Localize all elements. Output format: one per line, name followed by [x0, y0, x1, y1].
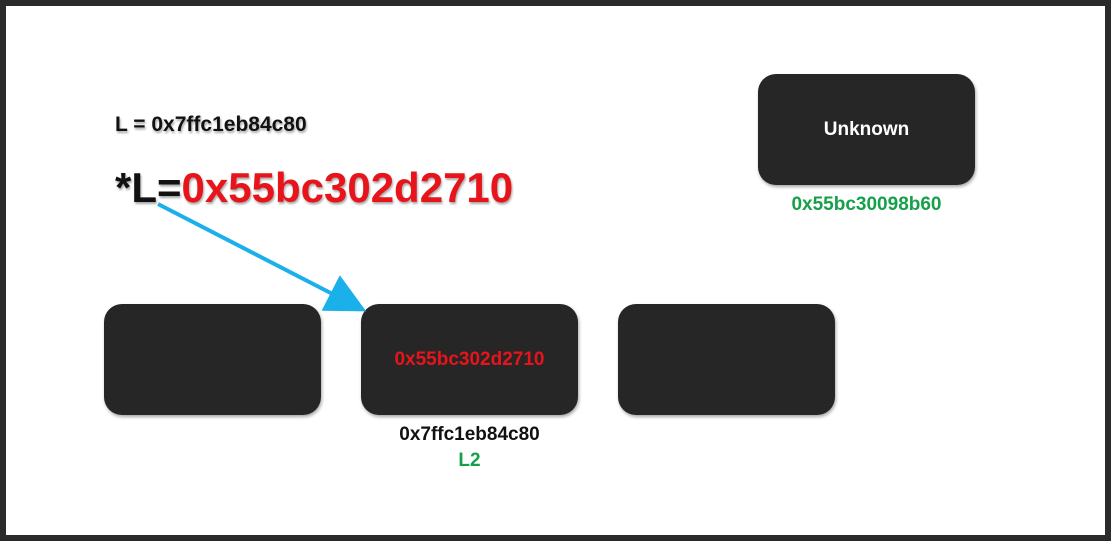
deref-prefix: *L=: [115, 164, 182, 211]
node-box-3: [618, 304, 835, 415]
unknown-node-box: Unknown: [758, 74, 975, 185]
node-box-1: [104, 304, 321, 415]
pointer-deref-line: *L=0x55bc302d2710: [115, 167, 513, 209]
arrow-line: [157, 202, 367, 312]
unknown-node-address: 0x55bc30098b60: [791, 194, 942, 215]
node-box-2: 0x55bc302d2710: [361, 304, 578, 415]
deref-value: 0x55bc302d2710: [181, 164, 514, 211]
unknown-node-label: Unknown: [823, 118, 910, 140]
node-2-content: 0x55bc302d2710: [394, 348, 545, 370]
node-2-name: L2: [458, 450, 481, 471]
pointer-address-label: L = 0x7ffc1eb84c80: [115, 113, 307, 136]
node-2-address: 0x7ffc1eb84c80: [399, 424, 540, 445]
